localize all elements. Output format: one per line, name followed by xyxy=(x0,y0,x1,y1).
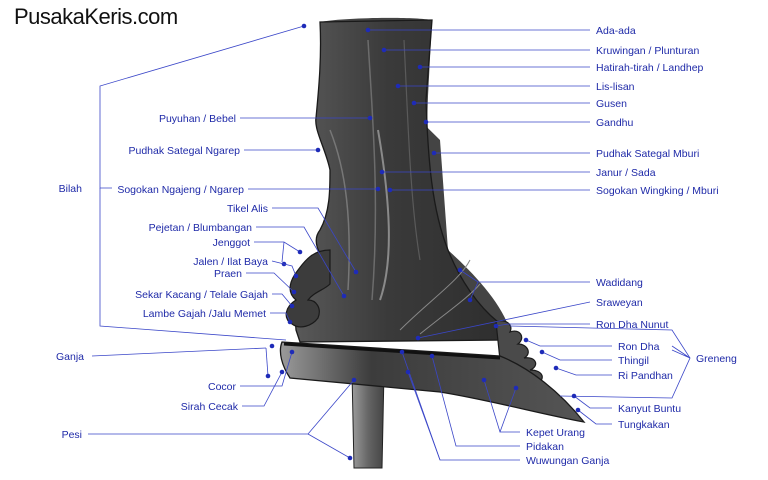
label-pidakan: Pidakan xyxy=(526,441,564,453)
label-ri-pandhan: Ri Pandhan xyxy=(618,370,673,382)
label-kepet-urang: Kepet Urang xyxy=(526,427,585,439)
sekar-kacang-shape xyxy=(285,249,331,328)
label-gandhu: Gandhu xyxy=(596,117,634,129)
label-ron-dha: Ron Dha xyxy=(618,341,660,353)
groove-left xyxy=(329,129,350,291)
label-pejetan: Pejetan / Blumbangan xyxy=(149,222,252,234)
label-pesi: Pesi xyxy=(62,429,82,441)
ganja-ridge xyxy=(283,342,501,360)
label-pudhak-mburi: Pudhak Sategal Mburi xyxy=(596,148,699,160)
label-tungkakan: Tungkakan xyxy=(618,419,670,431)
label-wadidang: Wadidang xyxy=(596,277,643,289)
label-jenggot: Jenggot xyxy=(213,237,250,249)
label-lambe-gajah: Lambe Gajah /Jalu Memet xyxy=(143,308,266,320)
groove-right xyxy=(403,39,421,261)
groove-center xyxy=(367,39,377,301)
sraweyan-lines xyxy=(399,259,481,335)
label-cocor: Cocor xyxy=(208,381,237,393)
label-thingil: Thingil xyxy=(618,355,649,367)
label-puyuhan: Puyuhan / Bebel xyxy=(159,113,236,125)
label-sekar-kacang: Sekar Kacang / Telale Gajah xyxy=(135,289,268,301)
label-janur: Janur / Sada xyxy=(596,167,656,179)
label-wuwungan-ganja: Wuwungan Ganja xyxy=(526,455,609,467)
label-hatirah: Hatirah-tirah / Landhep xyxy=(596,62,704,74)
label-ganja: Ganja xyxy=(56,351,84,363)
label-jalen: Jalen / Ilat Baya xyxy=(193,256,268,268)
label-kruwingan: Kruwingan / Plunturan xyxy=(596,45,699,57)
label-sraweyan: Sraweyan xyxy=(596,297,643,309)
label-bilah: Bilah xyxy=(59,183,83,195)
site-logo: PusakaKeris.com xyxy=(14,4,178,29)
label-ron-dha-nunut: Ron Dha Nunut xyxy=(596,319,668,331)
label-greneng: Greneng xyxy=(696,353,737,365)
groove-mid xyxy=(377,129,390,301)
label-kanyut-buntu: Kanyut Buntu xyxy=(618,403,681,415)
label-pudhak-ngarep: Pudhak Sategal Ngarep xyxy=(129,145,241,157)
ganja-shape xyxy=(279,341,586,423)
label-ada-ada: Ada-ada xyxy=(596,25,636,37)
label-sogokan-ngarep: Sogokan Ngajeng / Ngarep xyxy=(117,184,244,196)
label-sirah-cecak: Sirah Cecak xyxy=(181,401,239,413)
label-gusen: Gusen xyxy=(596,98,627,110)
leaders xyxy=(88,23,691,461)
label-lis-lisan: Lis-lisan xyxy=(596,81,635,93)
label-tikel-alis: Tikel Alis xyxy=(227,203,268,215)
label-praen: Praen xyxy=(214,268,242,280)
label-sogokan-mburi: Sogokan Wingking / Mburi xyxy=(596,185,719,197)
